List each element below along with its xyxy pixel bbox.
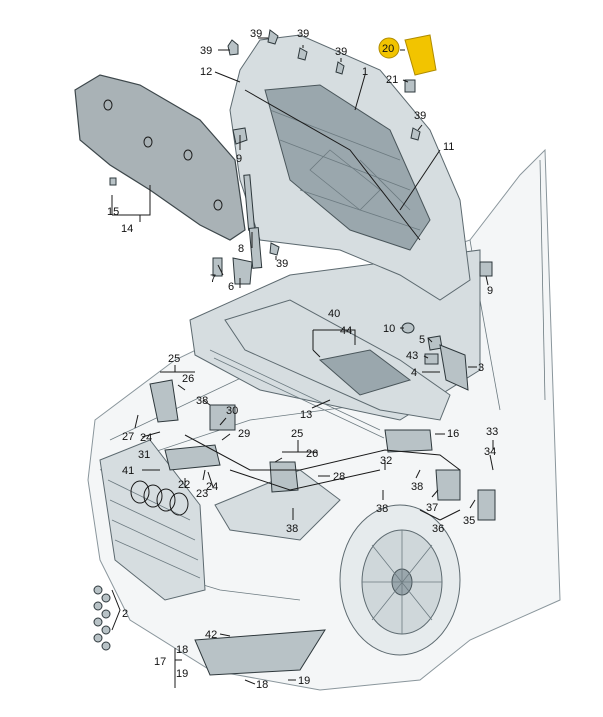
label-19: 19	[176, 668, 188, 680]
label-38: 38	[286, 523, 298, 535]
highlighted-part-20	[404, 34, 437, 76]
label-39: 39	[250, 28, 262, 40]
label-3: 3	[478, 362, 484, 374]
pad-fixing-holes	[103, 99, 223, 211]
label-33: 33	[486, 426, 498, 438]
label-13: 13	[300, 409, 312, 421]
front-wheel	[339, 504, 461, 656]
label-39: 39	[297, 28, 309, 40]
label-25: 25	[291, 428, 303, 440]
label-30: 30	[226, 405, 238, 417]
label-35: 35	[463, 515, 475, 527]
label-21: 21	[386, 74, 398, 86]
label-44: 44	[340, 325, 352, 337]
label-6: 6	[228, 281, 234, 293]
label-43: 43	[406, 350, 418, 362]
label-27: 27	[122, 431, 134, 443]
label-19: 19	[298, 675, 310, 687]
label-2: 2	[122, 608, 128, 620]
label-38: 38	[411, 481, 423, 493]
label-18: 18	[256, 679, 268, 691]
label-26: 26	[182, 373, 194, 385]
label-4: 4	[411, 367, 417, 379]
callout-labels: 39 39 39 39 1 12 20 21 39 11 9 15 14 8 7…	[107, 28, 498, 691]
label-37: 37	[426, 502, 438, 514]
label-16: 16	[447, 428, 459, 440]
label-29: 29	[238, 428, 250, 440]
label-42: 42	[205, 629, 217, 641]
label-38: 38	[196, 395, 208, 407]
label-24: 24	[140, 432, 152, 444]
label-12: 12	[200, 66, 212, 78]
label-15: 15	[107, 206, 119, 218]
label-24: 24	[206, 481, 218, 493]
label-36: 36	[432, 523, 444, 535]
label-20: 20	[382, 43, 394, 55]
label-39: 39	[414, 110, 426, 122]
label-34: 34	[484, 446, 496, 458]
label-9: 9	[236, 153, 242, 165]
label-32: 32	[380, 455, 392, 467]
label-41: 41	[122, 465, 134, 477]
label-7: 7	[210, 273, 216, 285]
label-39: 39	[200, 45, 212, 57]
label-39: 39	[276, 258, 288, 270]
gas-strut	[243, 174, 263, 269]
label-28: 28	[333, 471, 345, 483]
label-22: 22	[178, 479, 190, 491]
label-40: 40	[328, 308, 340, 320]
plenum-cover	[209, 299, 451, 439]
label-39: 39	[335, 46, 347, 58]
label-31: 31	[138, 449, 150, 461]
bolt-group-2	[93, 585, 111, 651]
label-26: 26	[306, 448, 318, 460]
bonnet	[229, 34, 471, 301]
label-1: 1	[362, 66, 368, 78]
label-18: 18	[176, 644, 188, 656]
small-parts	[93, 29, 496, 676]
label-5: 5	[419, 334, 425, 346]
insulation-pad	[74, 74, 246, 241]
highlight-circle-20	[378, 37, 400, 59]
label-9: 9	[487, 285, 493, 297]
leader-lines	[111, 37, 494, 688]
front-grille	[99, 439, 206, 601]
label-8: 8	[238, 243, 244, 255]
label-17: 17	[154, 656, 166, 668]
label-11: 11	[443, 141, 454, 153]
label-23: 23	[196, 488, 208, 500]
label-14: 14	[121, 223, 133, 235]
label-38: 38	[376, 503, 388, 515]
label-25: 25	[168, 353, 180, 365]
label-10: 10	[383, 323, 395, 335]
